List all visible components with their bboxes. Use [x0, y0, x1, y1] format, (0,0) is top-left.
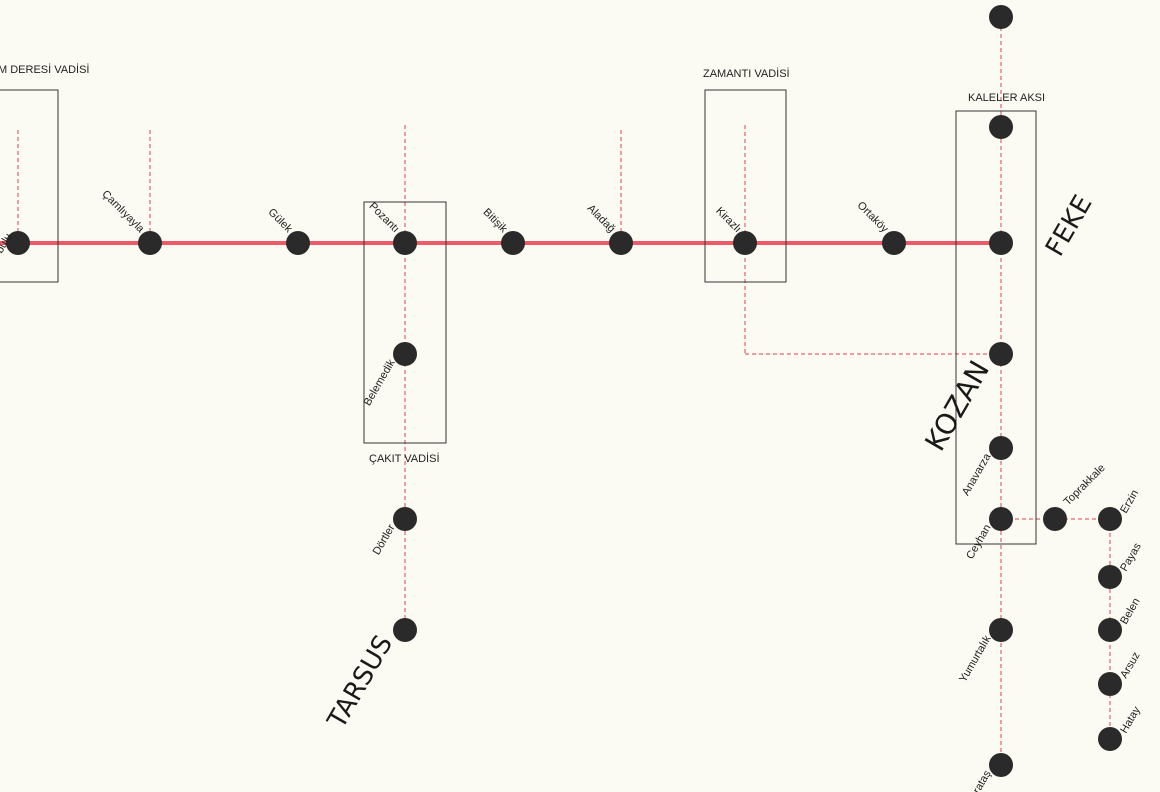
station-pozanti[interactable] [393, 231, 417, 255]
label-belen: Belen [1118, 596, 1142, 626]
station-dortler[interactable] [393, 507, 417, 531]
station-top[interactable] [989, 5, 1013, 29]
label-anavarza: Anavarza [960, 451, 994, 498]
label-kirazli: Kirazlı [713, 205, 743, 235]
station-ceyhan[interactable] [989, 507, 1013, 531]
station-belen[interactable] [1098, 618, 1122, 642]
station-hatay[interactable] [1098, 727, 1122, 751]
label-erzin: Erzin [1118, 488, 1141, 516]
label-bitisik: Bitişik [481, 206, 510, 235]
station-anavarza[interactable] [989, 436, 1013, 460]
station-labels: bulu Çamlıyayla Gülek Pozantı Bitişik Al… [0, 188, 1144, 792]
station-tarsus[interactable] [393, 618, 417, 642]
label-yumurtalik: Yumurtalık [957, 633, 994, 684]
station-feke[interactable] [989, 231, 1013, 255]
box-kaleler-aksi [955, 110, 1037, 545]
label-ceyhan: Ceyhan [964, 523, 993, 562]
box-cakit-vadisi [363, 201, 447, 444]
box-label-kaleler: KALELER AKSI [968, 92, 1045, 104]
station-kaleler-top[interactable] [989, 115, 1013, 139]
label-belemedik: Belemedik [362, 357, 398, 408]
station-erzin[interactable] [1098, 507, 1122, 531]
station-payas[interactable] [1098, 565, 1122, 589]
label-karatas: Karataş [964, 768, 994, 792]
box-label-cakit: ÇAKIT VADİSİ [369, 452, 440, 465]
station-kirazli[interactable] [733, 231, 757, 255]
box-left-valley [0, 89, 59, 283]
station-camliyayla[interactable] [138, 231, 162, 255]
valley-boxes [0, 89, 1037, 545]
label-aladag: Aladağ [585, 202, 618, 235]
label-ortakoy: Ortaköy [855, 199, 891, 235]
city-label-feke: FEKE [1040, 190, 1098, 261]
city-label-kozan: KOZAN [918, 355, 996, 457]
label-dortler: Dörtler [371, 522, 398, 557]
box-label-zamanti: ZAMANTI VADİSİ [703, 67, 790, 80]
station-yumurtalik[interactable] [989, 618, 1013, 642]
label-payas: Payas [1118, 541, 1144, 574]
label-arsuz: Arsuz [1118, 650, 1142, 680]
station-belemedik[interactable] [393, 342, 417, 366]
label-camliyayla: Çamlıyayla [99, 188, 147, 236]
station-karatas[interactable] [989, 753, 1013, 777]
label-pozanti: Pozantı [366, 200, 401, 235]
station-toprakkale[interactable] [1043, 507, 1067, 531]
stations [6, 5, 1122, 777]
station-arsuz[interactable] [1098, 672, 1122, 696]
label-toprakkale: Toprakkale [1062, 462, 1108, 508]
dashed-connectors [17, 20, 1111, 768]
station-bitisik[interactable] [501, 231, 525, 255]
label-gulek: Gülek [266, 206, 295, 235]
label-hatay: Hatay [1118, 704, 1143, 735]
station-kozan[interactable] [989, 342, 1013, 366]
station-aladag[interactable] [609, 231, 633, 255]
box-zamanti-vadisi [704, 89, 787, 283]
station-gulek[interactable] [286, 231, 310, 255]
station-ortakoy[interactable] [882, 231, 906, 255]
station-left-edge[interactable] [6, 231, 30, 255]
city-label-tarsus: TARSUS [322, 631, 399, 735]
box-label-left-valley: M DERESİ VADİSİ [0, 63, 89, 76]
